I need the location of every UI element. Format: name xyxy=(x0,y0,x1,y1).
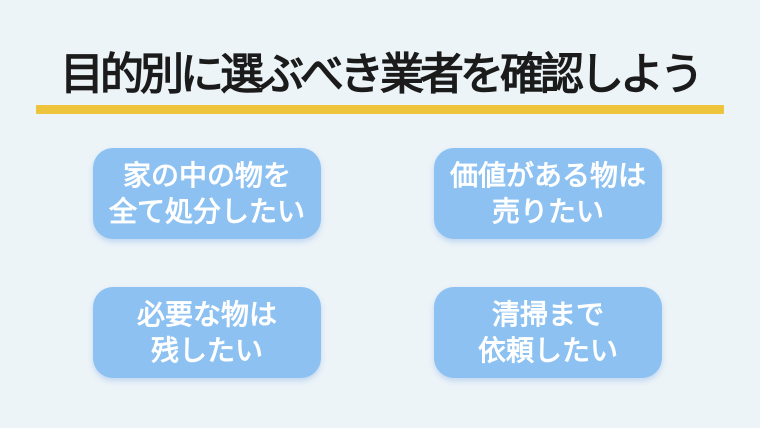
goal-box-dispose-everything: 家の中の物を 全て処分したい xyxy=(93,148,321,239)
goal-box-label-line: 清掃まで xyxy=(491,298,604,330)
page-title: 目的別に選ぶべき業者を確認しよう xyxy=(60,50,704,99)
goal-box-label-line: 残したい xyxy=(150,334,263,366)
goal-box-request-cleaning: 清掃まで 依頼したい xyxy=(434,287,662,378)
goal-box-keep-necessities: 必要な物は 残したい xyxy=(93,287,321,378)
goal-box-label-line: 価値がある物は xyxy=(449,159,646,191)
goal-box-label-line: 必要な物は xyxy=(136,298,277,330)
goal-box-label-line: 家の中の物を xyxy=(122,159,291,191)
goal-box-sell-valuables: 価値がある物は 売りたい xyxy=(434,148,662,239)
goal-box-label-line: 売りたい xyxy=(491,195,604,227)
title-underline xyxy=(36,105,724,114)
goal-box-label-line: 全て処分したい xyxy=(108,195,305,227)
goal-box-label-line: 依頼したい xyxy=(477,334,618,366)
